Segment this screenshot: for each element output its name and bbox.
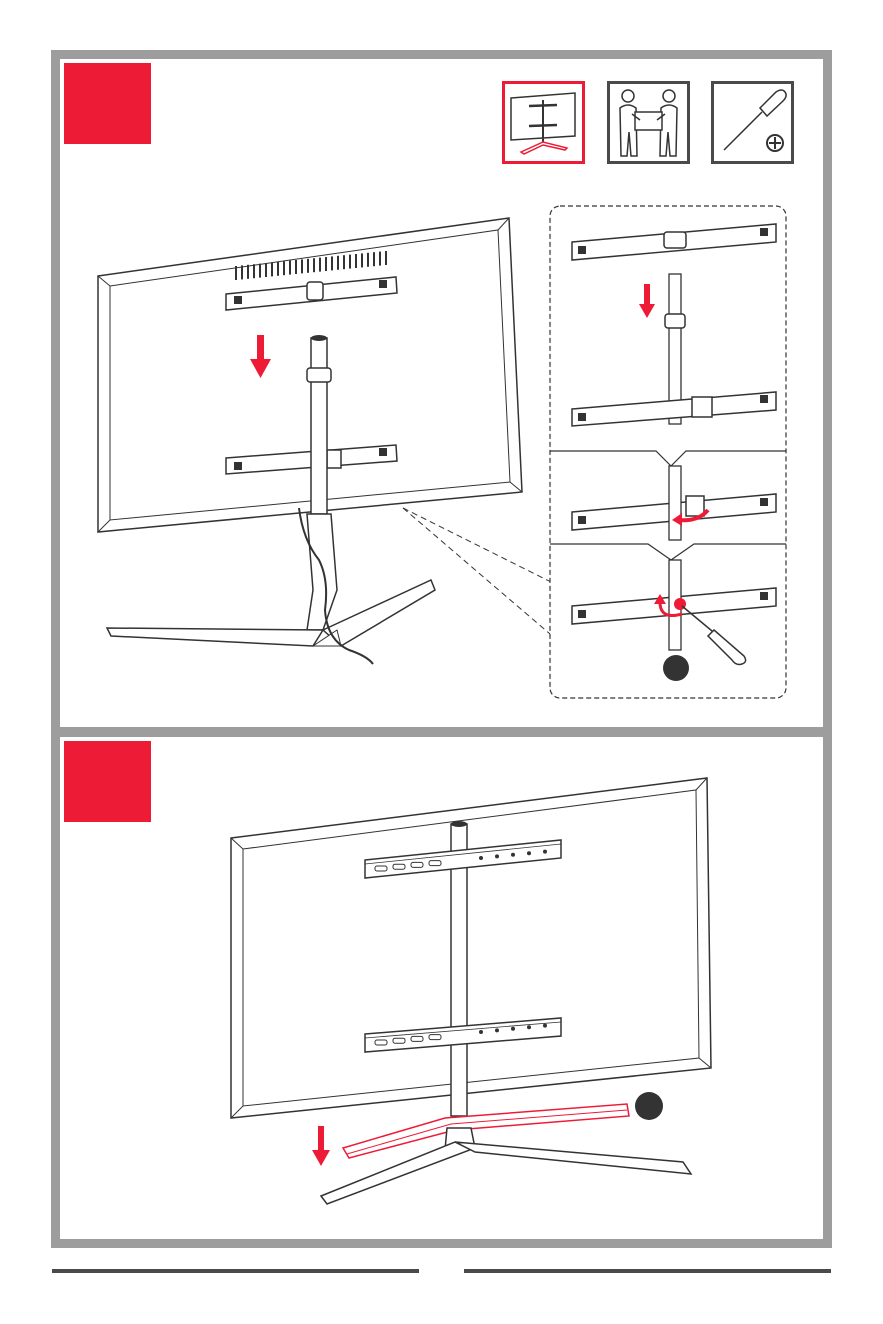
vent-slot — [235, 266, 237, 280]
step-marker-dot — [663, 655, 689, 681]
bracket-slot — [429, 1035, 441, 1040]
step-2-illustration — [51, 728, 832, 1248]
vent-slot — [247, 265, 249, 279]
vent-slot — [373, 252, 375, 266]
bracket-hole — [479, 1030, 483, 1034]
vent-slot — [361, 253, 363, 267]
bracket-slot — [375, 1040, 387, 1045]
bracket-slot — [411, 1036, 423, 1041]
vent-slot — [259, 264, 261, 278]
vent-slot — [385, 251, 387, 265]
detail-callout — [548, 204, 788, 700]
vent-slot — [289, 261, 291, 275]
bracket-slot — [411, 862, 423, 867]
bracket-slot — [375, 866, 387, 871]
vent-slot — [331, 256, 333, 270]
bracket-hole — [527, 1025, 531, 1029]
stand-pole — [307, 335, 331, 514]
vent-slot — [355, 254, 357, 268]
vent-slot — [253, 264, 255, 278]
down-arrow-2 — [312, 1126, 330, 1166]
vent-slot — [313, 258, 315, 272]
vent-slot — [271, 262, 273, 276]
vent-slot — [343, 255, 345, 269]
vent-slot — [301, 259, 303, 273]
step-2-panel — [51, 728, 832, 1248]
vent-slot — [307, 259, 309, 273]
vent-slot — [265, 263, 267, 277]
vent-slot — [277, 262, 279, 276]
bracket-hole — [511, 853, 515, 857]
vent-slot — [349, 255, 351, 269]
vent-slot — [319, 258, 321, 272]
vent-slot — [367, 253, 369, 267]
vent-slot — [283, 261, 285, 275]
bracket-slot — [429, 861, 441, 866]
step-marker-dot-2 — [635, 1092, 663, 1120]
tv-back-panel-2 — [231, 778, 711, 1118]
bracket-hole — [543, 1024, 547, 1028]
bracket-slot — [393, 864, 405, 869]
step-1-panel — [51, 50, 832, 736]
vent-slot — [337, 256, 339, 270]
footer-line-right — [464, 1269, 831, 1273]
stand-base — [107, 514, 435, 646]
bracket-slot — [393, 1038, 405, 1043]
vent-slot — [295, 260, 297, 274]
bracket-hole — [527, 851, 531, 855]
bracket-hole — [543, 850, 547, 854]
footer-line-left — [52, 1269, 419, 1273]
callout-leader-bottom — [403, 508, 557, 640]
vent-slot — [379, 252, 381, 266]
vent-slot — [241, 265, 243, 279]
bracket-hole — [511, 1027, 515, 1031]
vent-slot — [325, 257, 327, 271]
bracket-hole — [495, 1028, 499, 1032]
bracket-hole — [479, 856, 483, 860]
bracket-hole — [495, 854, 499, 858]
